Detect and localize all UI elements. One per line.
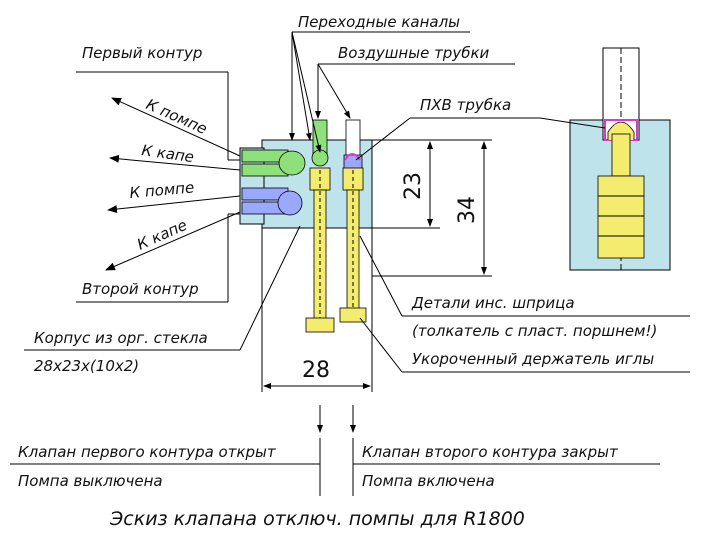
dim-34: 34 (455, 196, 480, 224)
svg-text:Переходные каналы: Переходные каналы (298, 13, 460, 31)
label-transition-channels: Переходные каналы (289, 13, 470, 153)
svg-text:(толкатель с пласт. поршнем!): (толкатель с пласт. поршнем!) (412, 322, 657, 340)
svg-text:Помпа выключена: Помпа выключена (18, 472, 163, 490)
label-pvc-tube: ПХВ трубка (355, 96, 606, 161)
plunger-right (339, 119, 367, 323)
svg-text:Помпа включена: Помпа включена (362, 472, 495, 490)
label-air-tubes: Воздушные трубки (315, 44, 515, 119)
svg-text:Корпус из орг. стекла: Корпус из орг. стекла (34, 329, 208, 347)
label-circuit-2-state: Клапан второго контура закрыт Помпа вклю… (353, 443, 660, 490)
svg-text:Второй контур: Второй контур (82, 280, 199, 298)
dim-23: 23 (401, 172, 426, 200)
plunger-left (305, 119, 335, 333)
dimension-vertical: 23 34 (372, 139, 492, 277)
port-green-upper (241, 149, 306, 177)
label-second-circuit: Второй контур (76, 213, 240, 303)
arrow-label-to-drip-2: К капе (134, 216, 189, 254)
label-syringe-parts: Детали инс. шприца (толкатель с пласт. п… (359, 235, 690, 340)
svg-text:ПХВ трубка: ПХВ трубка (420, 96, 511, 114)
dimension-horizontal: 28 (261, 228, 373, 392)
svg-text:Воздушные трубки: Воздушные трубки (338, 44, 490, 62)
svg-text:Детали инс. шприца: Детали инс. шприца (411, 294, 575, 312)
label-circuit-1-state: Клапан первого контура открыт Помпа выкл… (10, 443, 320, 490)
svg-text:Первый контур: Первый контур (82, 44, 202, 62)
flow-arrows: К помпе К капе К помпе К капе (105, 95, 241, 271)
label-body-material: Корпус из орг. стекла 28x23x(10x2) (24, 225, 301, 375)
svg-text:Клапан второго контура закрыт: Клапан второго контура закрыт (362, 443, 619, 461)
svg-text:28x23x(10x2): 28x23x(10x2) (34, 357, 139, 375)
svg-text:Укороченный держатель иглы: Укороченный держатель иглы (412, 350, 654, 368)
label-needle-holder: Укороченный держатель иглы (359, 317, 690, 373)
arrow-label-to-pump-2: К помпе (129, 178, 195, 202)
diagram-title: Эскиз клапана отключ. помпы для R1800 (109, 508, 525, 530)
port-blue-lower (241, 187, 303, 216)
state-arrows (317, 405, 356, 496)
arrow-label-to-drip-1: К капе (140, 141, 195, 166)
detail-view (569, 47, 671, 271)
svg-text:Клапан первого контура открыт: Клапан первого контура открыт (18, 443, 277, 461)
label-first-circuit: Первый контур (76, 44, 240, 161)
dim-28: 28 (302, 358, 330, 383)
